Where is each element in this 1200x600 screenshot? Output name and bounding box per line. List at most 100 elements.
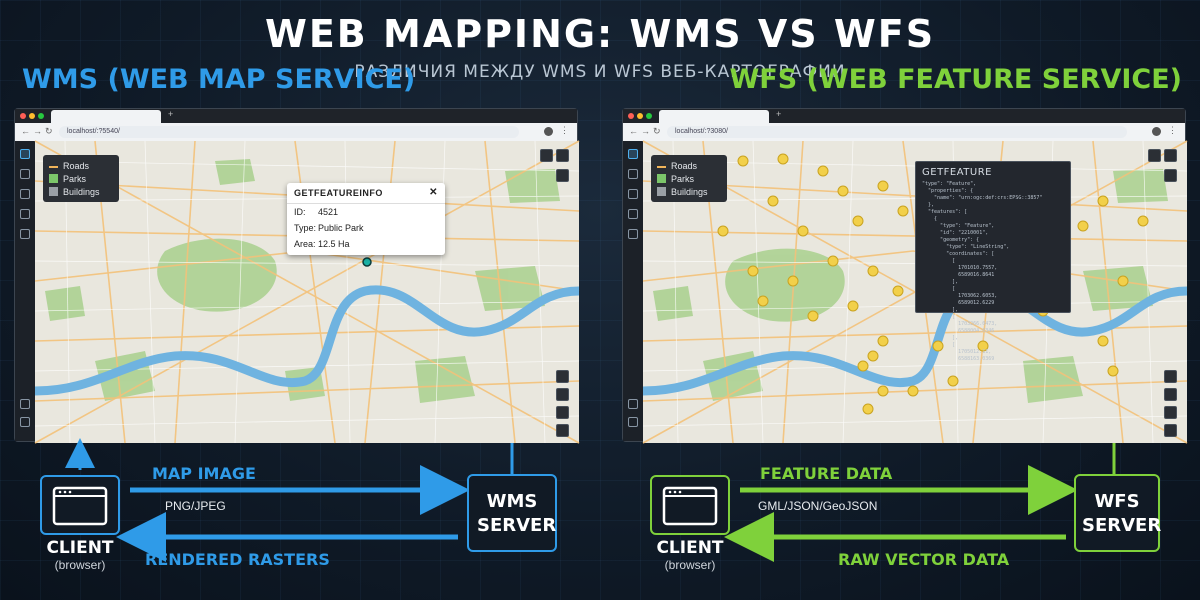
- menu-icon[interactable]: ⋮: [1168, 125, 1177, 135]
- getfeature-title: GetFeature: [922, 167, 993, 178]
- grid-icon[interactable]: [628, 209, 638, 219]
- app-sidebar: [623, 141, 643, 441]
- wfs-map[interactable]: Roads Parks Buildings GetFeature "type":…: [642, 140, 1188, 444]
- data-icon[interactable]: [628, 189, 638, 199]
- info-icon[interactable]: [20, 417, 30, 427]
- zoom-out-icon[interactable]: [556, 388, 569, 401]
- grid-icon[interactable]: [20, 209, 30, 219]
- popup-value: 12.5 Ha: [318, 239, 350, 249]
- legend-label: Buildings: [671, 186, 708, 197]
- wfs-legend: Roads Parks Buildings: [651, 155, 727, 202]
- getfeatureinfo-popup: GetFeatureInfo ✕ ID: 4521 Type: Public P…: [287, 183, 445, 255]
- window-maximize-dot[interactable]: [38, 113, 44, 119]
- wms-client-node: [40, 475, 120, 535]
- wfs-feature-data-label: Feature Data: [760, 464, 893, 483]
- legend-label: Roads: [63, 160, 90, 171]
- popup-field-id: ID: 4521: [287, 204, 445, 220]
- wfs-browser-window: + ← → ↻ localhost/:?3080/ ⋮: [622, 108, 1188, 444]
- legend-row-parks: Parks: [657, 172, 721, 185]
- window-close-dot[interactable]: [20, 113, 26, 119]
- window-minimize-dot[interactable]: [29, 113, 35, 119]
- app-sidebar: [15, 141, 35, 441]
- getfeature-response-panel: GetFeature "type": "Feature", "propertie…: [915, 161, 1071, 362]
- wfs-heading: WFS (Web Feature Service): [729, 64, 1182, 95]
- edit-icon[interactable]: [20, 169, 30, 179]
- wms-map[interactable]: Roads Parks Buildings GetFeatureInfo ✕ I…: [34, 140, 580, 444]
- browser-tab[interactable]: [51, 110, 161, 123]
- new-tab-icon[interactable]: +: [776, 109, 782, 119]
- zoom-in-icon[interactable]: [556, 370, 569, 383]
- wfs-client-sublabel: (browser): [664, 558, 716, 572]
- browser-tabbar: +: [623, 109, 1185, 123]
- legend-row-roads: Roads: [49, 159, 113, 172]
- window-minimize-dot[interactable]: [637, 113, 643, 119]
- page-title: Web Mapping: WMS vs WFS: [264, 12, 936, 56]
- settings-icon[interactable]: [20, 229, 30, 239]
- back-icon[interactable]: ←: [21, 126, 30, 136]
- legend-swatch-roads: [657, 165, 666, 168]
- popup-key: ID:: [294, 207, 306, 217]
- fullscreen-icon[interactable]: [556, 424, 569, 437]
- wms-rendered-rasters-label: Rendered Rasters: [145, 550, 330, 569]
- river: [34, 285, 580, 396]
- close-icon[interactable]: ✕: [429, 187, 438, 198]
- zoom-out-icon[interactable]: [1164, 388, 1177, 401]
- forward-icon[interactable]: →: [641, 126, 650, 136]
- help-icon[interactable]: [628, 399, 638, 409]
- menu-icon[interactable]: ⋮: [560, 125, 569, 135]
- locate-icon[interactable]: [1164, 169, 1177, 182]
- layers-toggle-icon[interactable]: [540, 149, 553, 162]
- settings-icon[interactable]: [628, 229, 638, 239]
- layers-icon[interactable]: [20, 149, 30, 159]
- popup-title: GetFeatureInfo: [294, 188, 383, 198]
- wfs-client-label: Client: [656, 538, 724, 558]
- legend-row-buildings: Buildings: [657, 185, 721, 198]
- new-tab-icon[interactable]: +: [168, 109, 174, 119]
- wfs-server-label: WFS Server: [1082, 491, 1162, 536]
- window-maximize-dot[interactable]: [646, 113, 652, 119]
- wfs-client-node: [650, 475, 730, 535]
- measure-icon[interactable]: [1164, 406, 1177, 419]
- help-icon[interactable]: [20, 399, 30, 409]
- legend-row-parks: Parks: [49, 172, 113, 185]
- layers-icon[interactable]: [628, 149, 638, 159]
- locate-icon[interactable]: [556, 169, 569, 182]
- wms-server-label: WMS Server: [477, 491, 557, 536]
- popup-key: Area:: [294, 239, 316, 249]
- legend-row-roads: Roads: [657, 159, 721, 172]
- zoom-in-icon[interactable]: [1164, 370, 1177, 383]
- zoom-extent-icon[interactable]: [1164, 149, 1177, 162]
- wms-legend: Roads Parks Buildings: [43, 155, 119, 202]
- wfs-format-label: GML/JSON/GeoJSON: [758, 499, 878, 513]
- wms-client-sublabel: (browser): [54, 558, 106, 572]
- profile-icon[interactable]: [544, 127, 553, 136]
- info-icon[interactable]: [628, 417, 638, 427]
- browser-tabbar: +: [15, 109, 577, 123]
- popup-header: GetFeatureInfo ✕: [287, 183, 445, 204]
- forward-icon[interactable]: →: [33, 126, 42, 136]
- legend-swatch-parks: [49, 174, 58, 183]
- browser-window-icon: [52, 486, 108, 526]
- data-icon[interactable]: [20, 189, 30, 199]
- layers-toggle-icon[interactable]: [1148, 149, 1161, 162]
- popup-key: Type:: [294, 223, 317, 233]
- back-icon[interactable]: ←: [629, 126, 638, 136]
- zoom-extent-icon[interactable]: [556, 149, 569, 162]
- wms-server-node: WMS Server: [467, 474, 557, 552]
- address-bar[interactable]: localhost/:?3080/: [667, 126, 1127, 138]
- wms-format-label: PNG/JPEG: [165, 499, 226, 513]
- legend-row-buildings: Buildings: [49, 185, 113, 198]
- measure-icon[interactable]: [556, 406, 569, 419]
- legend-swatch-buildings: [657, 187, 666, 196]
- fullscreen-icon[interactable]: [1164, 424, 1177, 437]
- reload-icon[interactable]: ↻: [653, 126, 661, 136]
- wms-map-image-label: Map Image: [152, 464, 256, 483]
- address-bar[interactable]: localhost/:?5540/: [59, 126, 519, 138]
- edit-icon[interactable]: [628, 169, 638, 179]
- window-close-dot[interactable]: [628, 113, 634, 119]
- browser-tab[interactable]: [659, 110, 769, 123]
- wms-heading: WMS (Web Map Service): [22, 64, 416, 95]
- legend-swatch-buildings: [49, 187, 58, 196]
- profile-icon[interactable]: [1152, 127, 1161, 136]
- reload-icon[interactable]: ↻: [45, 126, 53, 136]
